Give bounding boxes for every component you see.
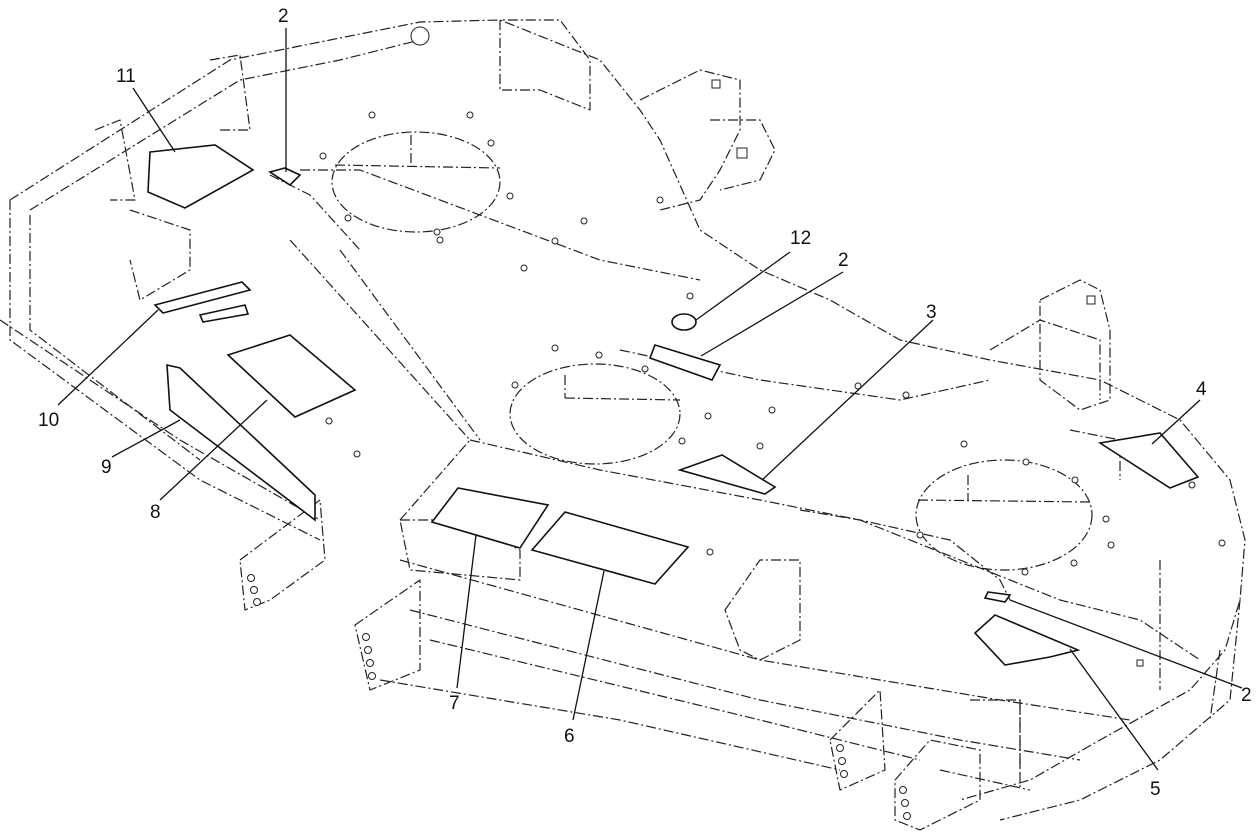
callout-11: 11 <box>116 66 136 87</box>
leader-4 <box>1151 399 1201 445</box>
callout-8: 8 <box>150 502 161 523</box>
decal-8 <box>226 334 357 418</box>
decal-2-right <box>983 591 1012 603</box>
decal-6 <box>530 511 690 585</box>
callout-12: 12 <box>790 228 811 249</box>
leader-8 <box>159 399 268 501</box>
callout-5: 5 <box>1150 779 1161 800</box>
leader-11 <box>132 87 176 153</box>
callout-4: 4 <box>1196 379 1207 400</box>
leader-7 <box>456 534 477 689</box>
decals <box>147 144 1200 666</box>
callout-9: 9 <box>101 457 112 478</box>
callout-7: 7 <box>449 693 460 714</box>
callout-6: 6 <box>564 726 575 747</box>
decal-7 <box>430 487 550 549</box>
callout-2-mid: 2 <box>838 250 849 271</box>
callout-3: 3 <box>926 302 937 323</box>
bolt-holes <box>247 26 1226 820</box>
callout-2-right: 2 <box>1241 685 1252 706</box>
deck-outline <box>0 19 1246 831</box>
decal-11 <box>147 144 255 209</box>
callout-2-top: 2 <box>278 6 289 27</box>
decal-2-mid <box>648 344 722 381</box>
decal-5 <box>973 614 1081 666</box>
decal-9 <box>166 363 316 522</box>
blade-opening-left <box>331 131 501 233</box>
leader-9 <box>111 419 181 458</box>
leader-3 <box>761 319 934 481</box>
leader-5 <box>1069 648 1159 771</box>
decal-2-top <box>268 167 302 187</box>
leader-2-mid <box>700 271 844 357</box>
leader-12 <box>695 251 791 321</box>
blade-opening-center <box>509 363 681 465</box>
decal-10b <box>198 304 250 323</box>
leader-lines <box>57 28 1243 771</box>
decal-10 <box>153 281 252 314</box>
decal-3 <box>677 454 777 495</box>
decal-4 <box>1097 432 1200 489</box>
blade-openings <box>331 131 1093 571</box>
decal-12 <box>671 313 697 331</box>
leader-6 <box>572 570 605 721</box>
callout-labels: 2 11 12 2 3 4 10 9 8 7 6 5 2 <box>38 6 1252 800</box>
leader-10 <box>57 309 159 406</box>
callout-10: 10 <box>38 410 59 431</box>
blade-opening-right <box>915 459 1093 571</box>
leader-2-right <box>1009 599 1243 689</box>
